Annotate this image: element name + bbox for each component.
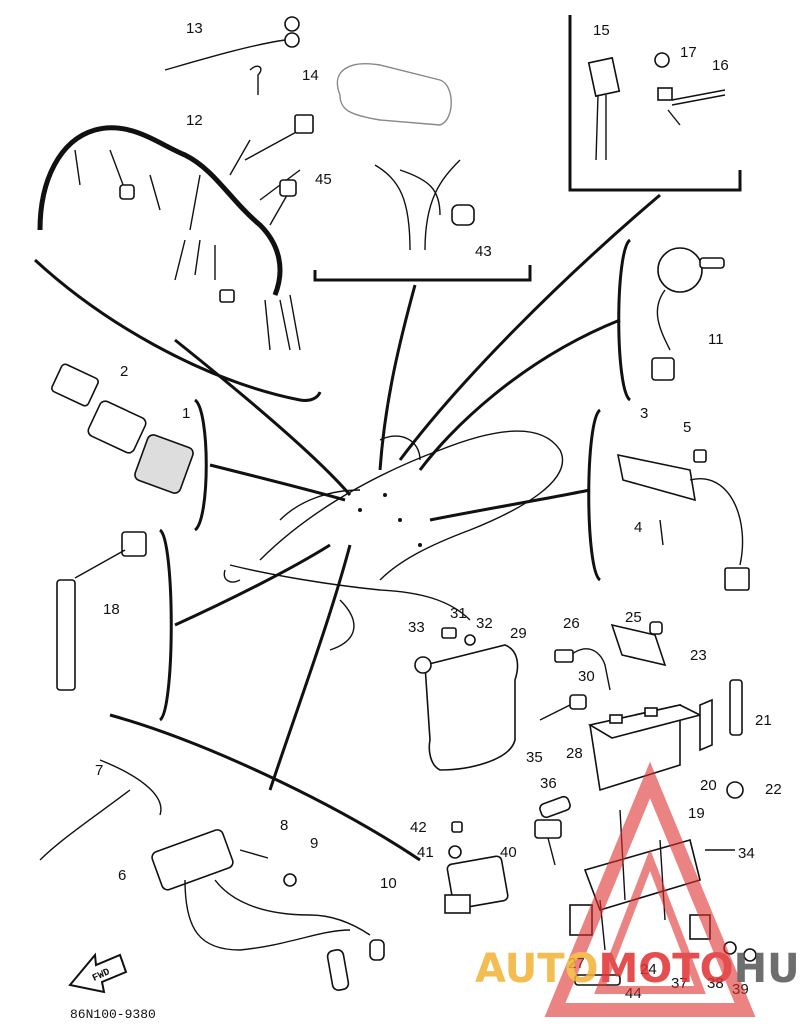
callout-8: 8 — [280, 817, 288, 834]
callout-28: 28 — [566, 745, 583, 762]
handlebar-switch — [51, 363, 194, 494]
callout-13: 13 — [186, 20, 203, 37]
starter-relay — [444, 855, 509, 914]
watermark-part-2: MOTO — [599, 946, 734, 992]
group-frame-sensor — [158, 528, 173, 722]
main-switch — [651, 247, 725, 381]
group-frame-relay-box — [568, 15, 742, 192]
callout-40: 40 — [500, 844, 517, 861]
battery-strap — [610, 623, 743, 752]
callout-11: 11 — [708, 331, 724, 348]
callout-5: 5 — [683, 419, 691, 436]
callout-16: 16 — [712, 57, 729, 74]
callout-41: 41 — [417, 844, 434, 861]
callout-24: 24 — [640, 961, 657, 978]
regulator — [616, 449, 750, 591]
fuse-holder — [534, 795, 571, 866]
callout-14: 14 — [302, 67, 319, 84]
watermark-part-3: HUB — [734, 946, 800, 992]
watermark-part-1: AUTO — [475, 946, 599, 992]
callout-3: 3 — [640, 405, 648, 422]
svg-text:AUTOMOTOHUB: AUTOMOTOHUB — [475, 946, 800, 992]
sensor — [56, 531, 147, 691]
callout-7: 7 — [95, 762, 103, 779]
callout-36: 36 — [540, 775, 557, 792]
fwd-arrow: FWD — [68, 952, 128, 994]
callout-43: 43 — [475, 243, 492, 260]
diagram-code: 86N100-9380 — [70, 1007, 156, 1022]
callout-10: 10 — [380, 875, 397, 892]
relay — [587, 56, 621, 161]
callout-35: 35 — [526, 749, 543, 766]
group-frame-ignition — [109, 713, 421, 862]
callout-20: 20 — [700, 777, 717, 794]
callout-42: 42 — [410, 819, 427, 836]
battery — [587, 704, 703, 792]
callout-12: 12 — [186, 112, 203, 129]
callout-4: 4 — [634, 519, 642, 536]
callout-30: 30 — [578, 668, 595, 685]
callout-9: 9 — [310, 835, 318, 852]
battery-leads — [539, 648, 611, 721]
group-frame-regulator — [587, 408, 602, 582]
band-clamp — [249, 65, 262, 95]
switch-lead — [336, 63, 475, 251]
callout-22: 22 — [765, 781, 782, 798]
callout-45: 45 — [315, 171, 332, 188]
wiring-harness — [37, 114, 314, 351]
callout-33: 33 — [408, 619, 425, 636]
callout-23: 23 — [690, 647, 707, 664]
battery-cover — [424, 644, 519, 771]
callout-34: 34 — [738, 845, 755, 862]
callout-26: 26 — [563, 615, 580, 632]
callout-1: 1 — [182, 405, 190, 422]
callout-21: 21 — [755, 712, 772, 729]
group-frame-handlebar-switch — [193, 398, 208, 532]
frame-sketch — [223, 430, 563, 651]
group-frame-harness — [33, 258, 322, 402]
callout-25: 25 — [625, 609, 642, 626]
fasteners — [414, 621, 744, 986]
callout-38: 38 — [707, 975, 724, 992]
callout-17: 17 — [680, 44, 697, 61]
watermark-logo: AUTOMOTOHUB — [475, 761, 800, 1017]
callout-18: 18 — [103, 601, 120, 618]
bulb-socket — [654, 52, 726, 126]
callout-15: 15 — [593, 22, 610, 39]
callout-29: 29 — [510, 625, 527, 642]
leader-lines — [174, 193, 661, 791]
callout-6: 6 — [118, 867, 126, 884]
callout-2: 2 — [120, 363, 128, 380]
callout-31: 31 — [450, 605, 467, 622]
wire-lead — [164, 16, 300, 71]
ignition-coil — [39, 759, 385, 991]
callout-19: 19 — [688, 805, 705, 822]
callout-32: 32 — [476, 615, 493, 632]
group-frame-switches — [313, 265, 532, 282]
group-frame-main-switch — [617, 238, 632, 402]
